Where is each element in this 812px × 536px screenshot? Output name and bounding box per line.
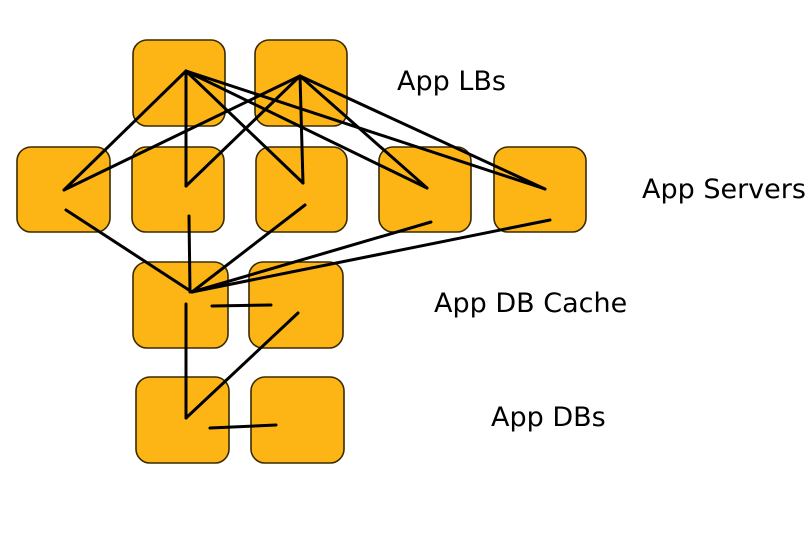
connection-line-6 xyxy=(62,74,302,192)
server-box-2 xyxy=(131,146,225,233)
connection-line-9 xyxy=(298,74,429,190)
connection-line-18 xyxy=(184,311,300,420)
connection-line-16 xyxy=(210,303,273,308)
connection-line-7 xyxy=(184,74,302,188)
app-servers-label: App Servers xyxy=(642,174,806,205)
connection-line-14 xyxy=(190,220,433,294)
app-dbs-label: App DBs xyxy=(491,402,606,433)
connection-line-3 xyxy=(184,69,305,185)
connection-line-12 xyxy=(187,214,192,294)
connection-line-15 xyxy=(190,218,552,294)
connection-line-19 xyxy=(208,423,278,430)
app-db-cache-label: App DB Cache xyxy=(434,288,628,319)
db-box-2 xyxy=(250,376,345,464)
server-box-5 xyxy=(493,146,587,233)
connection-line-8 xyxy=(298,74,305,185)
connection-lines xyxy=(62,69,552,430)
connection-line-4 xyxy=(184,69,429,190)
connection-line-1 xyxy=(62,69,188,192)
server-box-4 xyxy=(378,146,472,233)
connection-line-11 xyxy=(64,208,194,294)
connection-line-5 xyxy=(184,69,547,191)
connection-line-13 xyxy=(190,203,307,294)
app-lbs-label: App LBs xyxy=(397,66,506,97)
connection-line-10 xyxy=(298,74,547,191)
